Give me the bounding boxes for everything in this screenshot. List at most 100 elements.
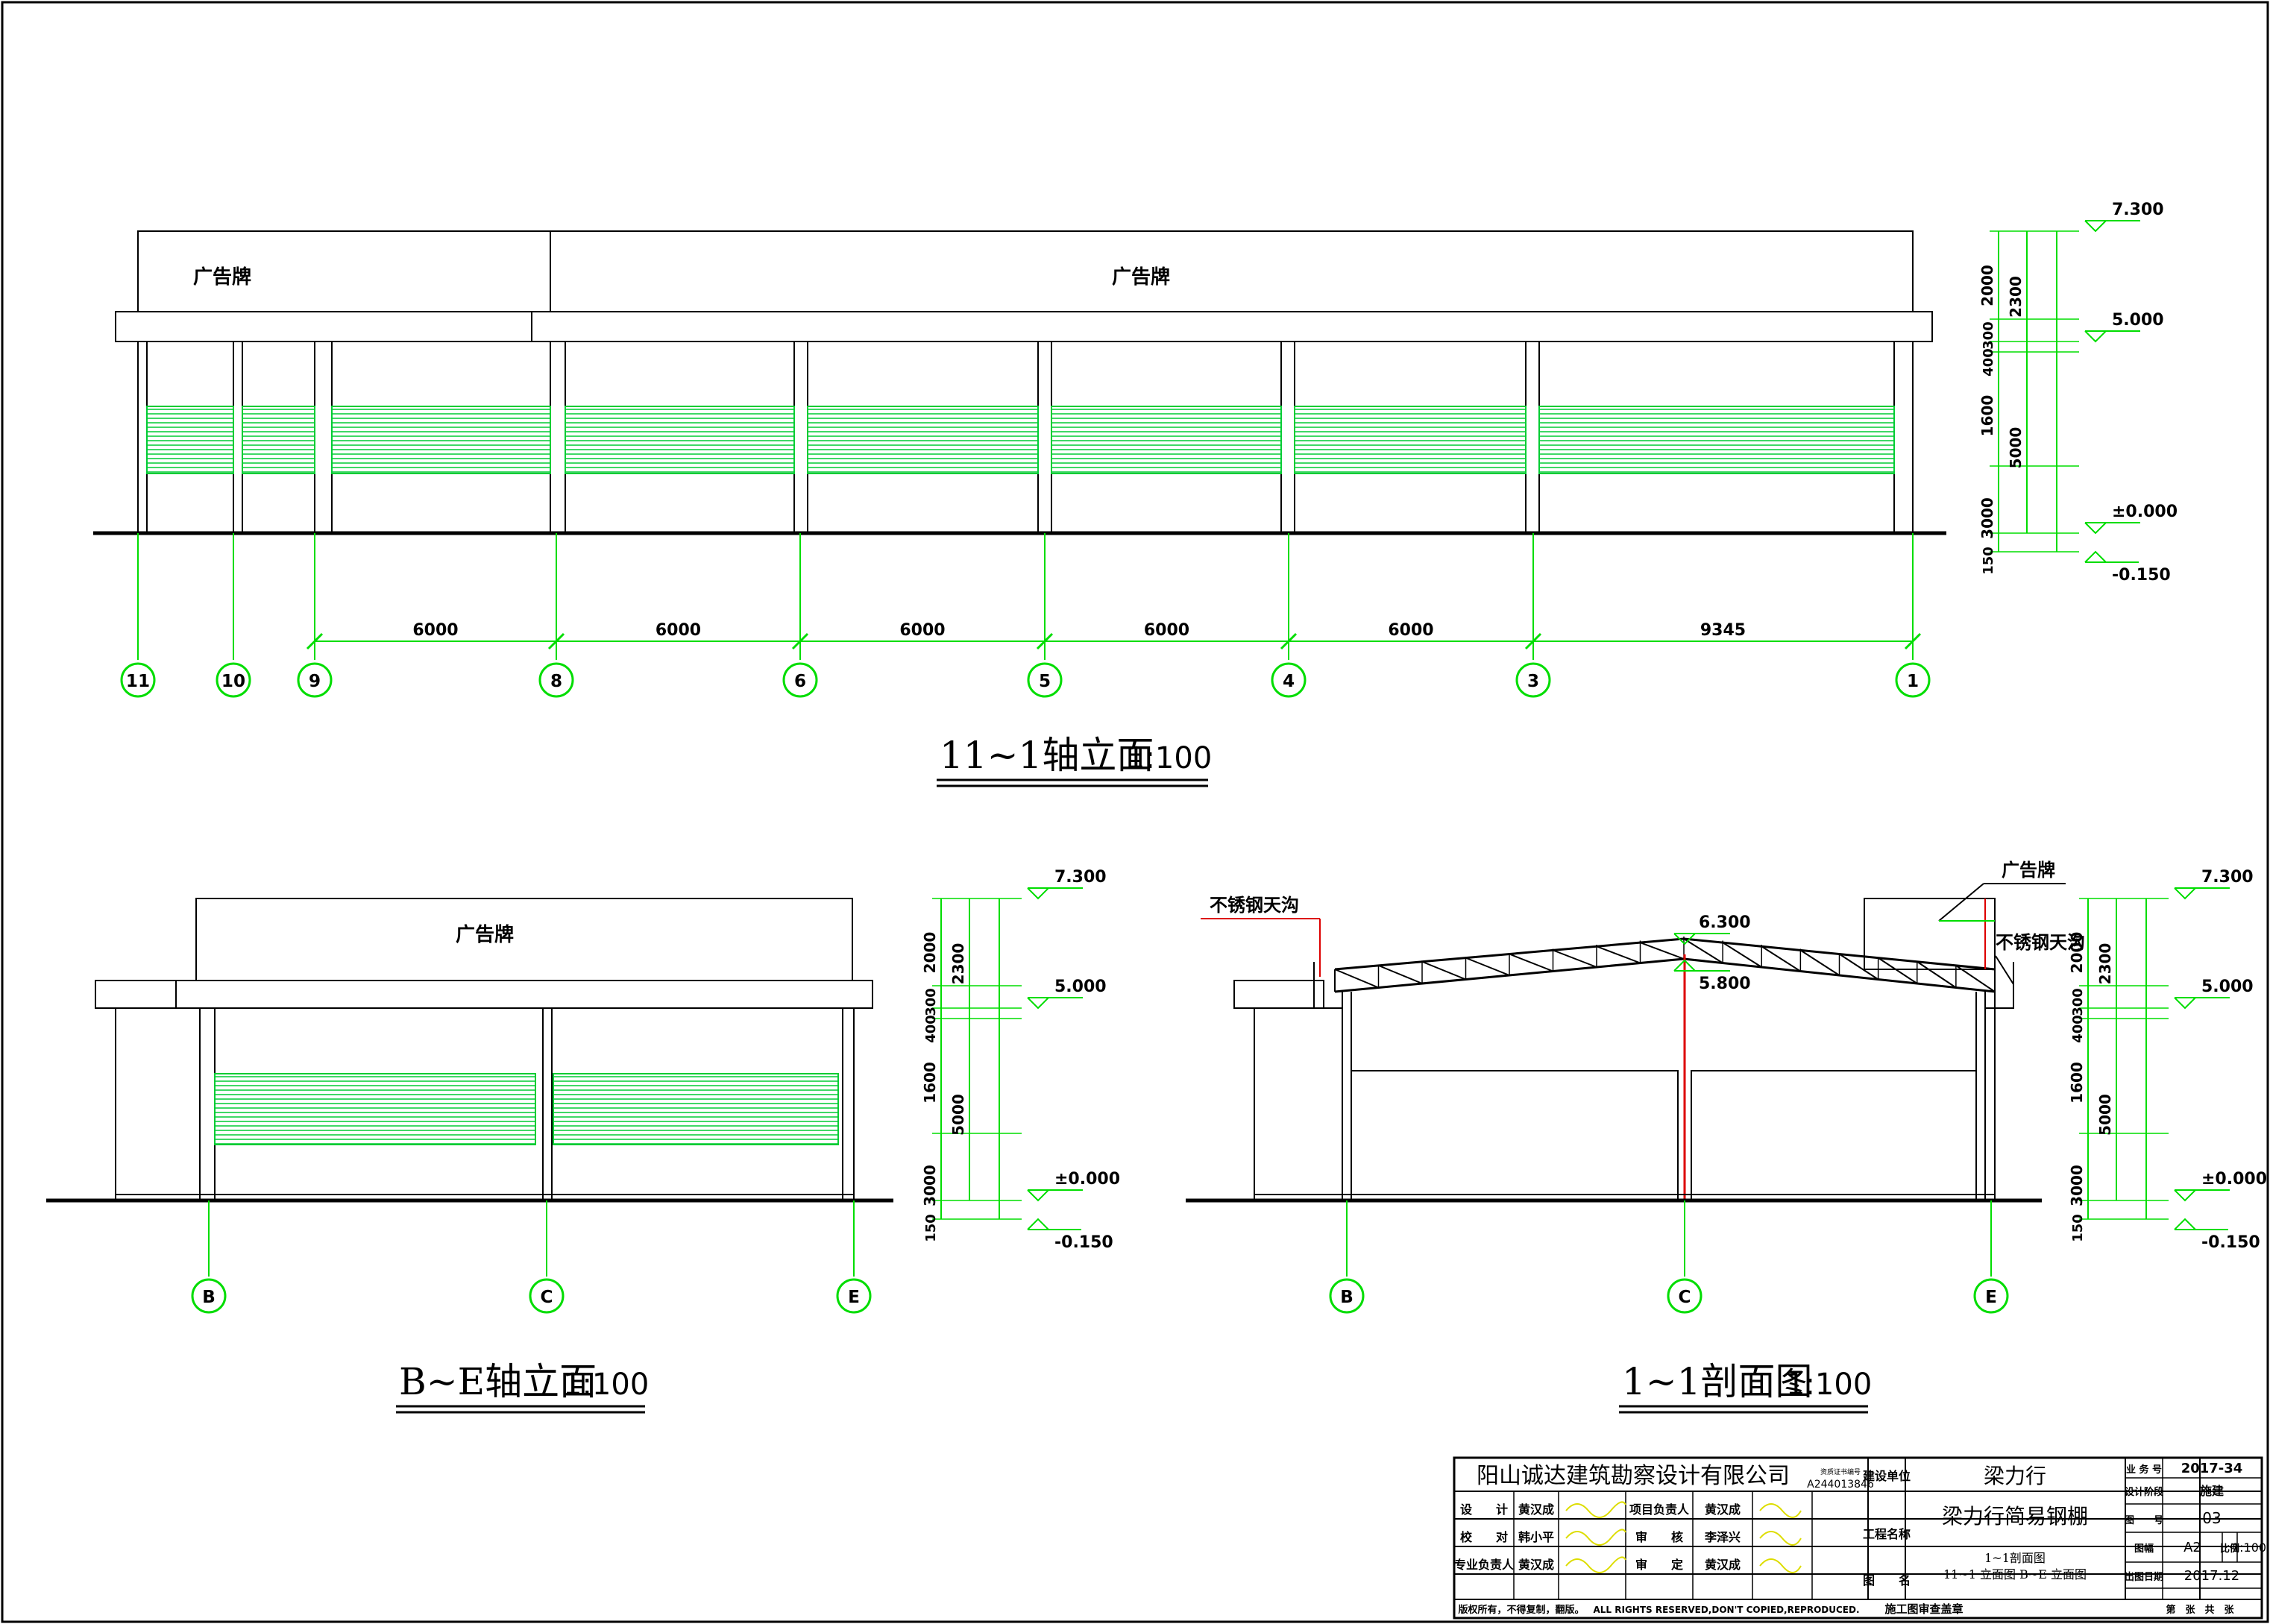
tb-role-label: 项目负责人: [1629, 1502, 1690, 1517]
gutter-right-label: 不锈钢天沟: [1996, 932, 2085, 953]
tb-date: 2017.12: [2184, 1568, 2239, 1584]
billboard-left-label: 广告牌: [193, 265, 251, 289]
roller-shutter: [553, 1073, 839, 1145]
s-level-top-symbol: [2174, 887, 2198, 900]
tb-drawing-line1: 1~1剖面图: [1984, 1551, 2046, 1565]
roller-shutter: [242, 406, 315, 474]
s-level-ground-symbol: [2174, 1189, 2198, 1202]
e1-level-below-value: -0.150: [2112, 566, 2171, 585]
gutter-left-label: 不锈钢天沟: [1210, 895, 1299, 916]
elev2-title-text: B~E轴立面: [399, 1360, 597, 1403]
tb-role-name: 韩小平: [1518, 1530, 1554, 1544]
tb-sheet-no: 03: [2202, 1509, 2221, 1527]
axis-bubble-9-label: 9: [309, 672, 321, 691]
axis-bubble-C: [529, 1278, 565, 1314]
tb-role-label: 设 计: [1460, 1502, 1508, 1517]
roller-shutter: [331, 406, 551, 474]
tb-role-label: 审 定: [1635, 1558, 1683, 1572]
e2-dim-300: 300: [923, 988, 939, 1016]
s-dim-3000: 3000: [2068, 1165, 2086, 1206]
axis-bubble-5-label: 5: [1039, 672, 1051, 691]
axis-bubble-10: [216, 662, 251, 698]
span-dimension: 9345: [1700, 621, 1746, 640]
signature-scribble: [1759, 1558, 1802, 1573]
truss-web: [1761, 945, 1801, 972]
axis-bubble-6-label: 6: [794, 672, 806, 691]
tb-stage: 施建: [2200, 1484, 2224, 1498]
axis-bubble-6: [782, 662, 818, 698]
tb-ratio-label: 比例: [2220, 1543, 2239, 1555]
axis-bubble-3: [1515, 662, 1551, 698]
tb-ratio: 1:100: [2232, 1540, 2266, 1555]
e1-level-top-symbol: [2084, 220, 2108, 233]
e2-level-below-value: -0.150: [1054, 1233, 1113, 1252]
axis-bubble-8: [538, 662, 574, 698]
truss-web: [1838, 953, 1879, 981]
truss-web: [1421, 960, 1466, 981]
span-dimension: 6000: [655, 621, 701, 640]
e2-dim-2300: 2300: [949, 943, 967, 985]
door-opening-right: [1691, 1070, 1977, 1201]
axis-bubble-C-label: C: [1679, 1288, 1691, 1307]
roller-shutter: [214, 1073, 536, 1145]
signature-scribble: [1565, 1529, 1626, 1546]
tb-footer-stamp: 施工图审查盖章: [1884, 1602, 1963, 1616]
axis-bubble-11-label: 11: [126, 672, 150, 691]
truss-web: [1683, 938, 1723, 964]
tb-company: 阳山诚达建筑勘察设计有限公司: [1477, 1463, 1790, 1489]
span-dimension: 6000: [1388, 621, 1433, 640]
tb-date-label: 出图日期: [2125, 1571, 2163, 1583]
door-opening-left: [1351, 1070, 1679, 1201]
e2-dim-1600: 1600: [921, 1062, 939, 1104]
dimension-tick: [791, 632, 809, 650]
s-dim-1600: 1600: [2068, 1062, 2086, 1104]
ridge-top-value: 6.300: [1699, 913, 1751, 932]
axis-bubble-4: [1271, 662, 1307, 698]
e2-level-eave-value: 5.000: [1054, 978, 1107, 996]
elev1-title-text: 11~1轴立面: [940, 734, 1154, 777]
dimension-tick: [547, 632, 565, 650]
tb-role-name: 黄汉成: [1705, 1502, 1741, 1517]
dimension-tick: [1036, 632, 1054, 650]
axis-bubble-E-label: E: [848, 1288, 860, 1307]
e1-dim-300: 300: [1981, 321, 1996, 350]
axis-bubble-3-label: 3: [1527, 672, 1539, 691]
tb-size: A2: [2183, 1540, 2201, 1555]
axis-bubble-9: [297, 662, 333, 698]
e2-level-top-symbol: [1027, 887, 1051, 900]
tb-role-name: 黄汉成: [1518, 1558, 1554, 1572]
s-level-below-symbol: [2174, 1218, 2198, 1230]
axis-bubble-B: [191, 1278, 227, 1314]
e2-level-top-value: 7.300: [1054, 868, 1107, 887]
dimension-tick: [1904, 632, 1922, 650]
axis-bubble-1-label: 1: [1907, 672, 1919, 691]
billboard-label: 广告牌: [2002, 860, 2055, 881]
s-dim-300: 300: [2070, 988, 2086, 1016]
section-title-scale: 1:100: [1786, 1368, 1872, 1402]
e2-level-below-symbol: [1027, 1218, 1051, 1230]
axis-bubble-4-label: 4: [1283, 672, 1295, 691]
truss-web: [1378, 964, 1423, 984]
e1-dim-2300: 2300: [2007, 276, 2025, 318]
truss-web: [1917, 960, 1957, 989]
span-dimension: 6000: [412, 621, 458, 640]
tb-role-label: 审 核: [1635, 1530, 1683, 1544]
gutter-right-leader: [1995, 955, 2014, 985]
tb-client: 梁力行: [1984, 1464, 2046, 1488]
e2-level-ground-value: ±0.000: [1054, 1170, 1120, 1189]
truss-web: [1722, 942, 1762, 968]
roller-shutter: [1538, 406, 1895, 474]
e2-dim-3000: 3000: [921, 1165, 939, 1206]
s-dim-5000: 5000: [2096, 1094, 2114, 1136]
billboard-label: 广告牌: [456, 923, 514, 946]
s-dim-150: 150: [2070, 1214, 2086, 1242]
truss-web: [1465, 957, 1510, 976]
e1-level-ground-value: ±0.000: [2112, 503, 2178, 521]
roller-shutter: [565, 406, 795, 474]
roof-slab-left: [1233, 980, 1324, 1009]
e1-dim-150: 150: [1981, 547, 1996, 575]
e2-dim-2000: 2000: [921, 932, 939, 974]
axis-bubble-E: [1973, 1278, 2009, 1314]
